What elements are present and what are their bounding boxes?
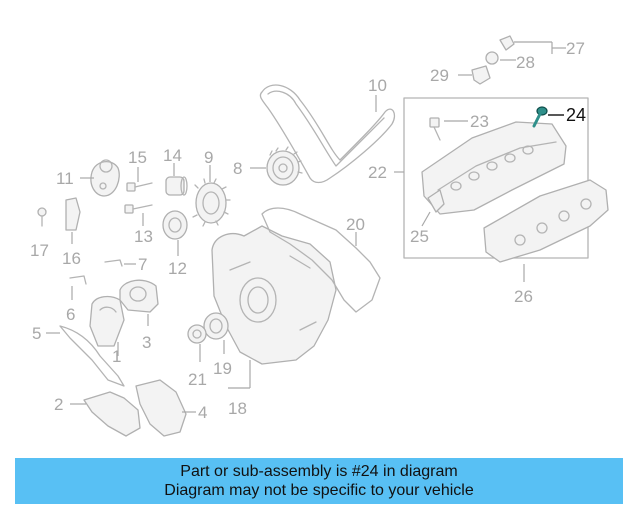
gear-part[interactable] xyxy=(192,178,231,227)
callout-2[interactable]: 2 xyxy=(54,395,63,414)
callout-9[interactable]: 9 xyxy=(204,148,213,167)
callout-25[interactable]: 25 xyxy=(410,227,429,246)
sleeve-part[interactable] xyxy=(165,176,188,196)
front-cover-part[interactable] xyxy=(211,225,337,365)
callout-24[interactable]: 24 xyxy=(566,105,586,125)
bracket-part-25[interactable] xyxy=(427,189,445,213)
callout-1[interactable]: 1 xyxy=(112,347,121,366)
sensor-part-29[interactable] xyxy=(471,65,491,85)
bolt-part-24-highlighted[interactable] xyxy=(532,106,548,128)
bolt-part-13[interactable] xyxy=(124,204,153,214)
callout-14[interactable]: 14 xyxy=(163,146,182,165)
clip-part-7[interactable] xyxy=(104,259,123,267)
callout-19[interactable]: 19 xyxy=(213,359,232,378)
seal-part-19[interactable] xyxy=(203,312,229,340)
parts-diagram: 10 8 9 14 15 11 13 xyxy=(30,35,609,437)
info-banner: Part or sub-assembly is #24 in diagram D… xyxy=(15,458,623,504)
timing-belt-part[interactable] xyxy=(259,84,396,184)
sprocket-part[interactable] xyxy=(266,146,303,186)
callout-7[interactable]: 7 xyxy=(138,255,147,274)
pump-part-3[interactable] xyxy=(119,279,159,313)
bolt-part-23[interactable] xyxy=(429,117,441,141)
callout-8[interactable]: 8 xyxy=(233,159,242,178)
cover-part-1[interactable] xyxy=(89,295,125,347)
callout-22[interactable]: 22 xyxy=(368,163,387,182)
bracket-part-6[interactable] xyxy=(69,275,87,285)
seal-part-28[interactable] xyxy=(485,51,499,65)
bolt-part-15[interactable] xyxy=(126,182,153,192)
seal-part-21[interactable] xyxy=(187,324,207,344)
guide-part[interactable] xyxy=(65,197,81,231)
banner-line-1: Part or sub-assembly is #24 in diagram xyxy=(180,463,458,480)
callout-13[interactable]: 13 xyxy=(134,227,153,246)
callout-18[interactable]: 18 xyxy=(228,399,247,418)
callout-20[interactable]: 20 xyxy=(346,215,365,234)
cover-part-2[interactable] xyxy=(83,391,141,437)
callout-15[interactable]: 15 xyxy=(128,148,147,167)
callout-12[interactable]: 12 xyxy=(168,259,187,278)
callout-6[interactable]: 6 xyxy=(66,305,75,324)
banner-line-2: Diagram may not be specific to your vehi… xyxy=(164,482,474,499)
gasket-part-20[interactable] xyxy=(261,207,381,313)
bolt-part-17[interactable] xyxy=(37,207,47,227)
gasket-part-4[interactable] xyxy=(135,379,187,437)
callout-11[interactable]: 11 xyxy=(56,169,74,188)
cap-part-27[interactable] xyxy=(499,35,515,51)
callout-4[interactable]: 4 xyxy=(198,403,207,422)
callout-21[interactable]: 21 xyxy=(188,370,207,389)
leader-25 xyxy=(421,211,431,227)
gasket-part-26[interactable] xyxy=(483,179,609,263)
callout-27[interactable]: 27 xyxy=(566,39,585,58)
callout-5[interactable]: 5 xyxy=(32,324,41,343)
callout-10[interactable]: 10 xyxy=(368,76,387,95)
callout-16[interactable]: 16 xyxy=(62,249,81,268)
callout-29[interactable]: 29 xyxy=(430,66,449,85)
callout-28[interactable]: 28 xyxy=(516,53,535,72)
callout-26[interactable]: 26 xyxy=(514,287,533,306)
callout-3[interactable]: 3 xyxy=(142,333,151,352)
callout-17[interactable]: 17 xyxy=(30,241,49,260)
tensioner-part[interactable] xyxy=(90,159,120,197)
callout-23[interactable]: 23 xyxy=(470,112,489,131)
pulley-part[interactable] xyxy=(162,210,188,240)
gasket-part-5[interactable] xyxy=(59,325,125,387)
